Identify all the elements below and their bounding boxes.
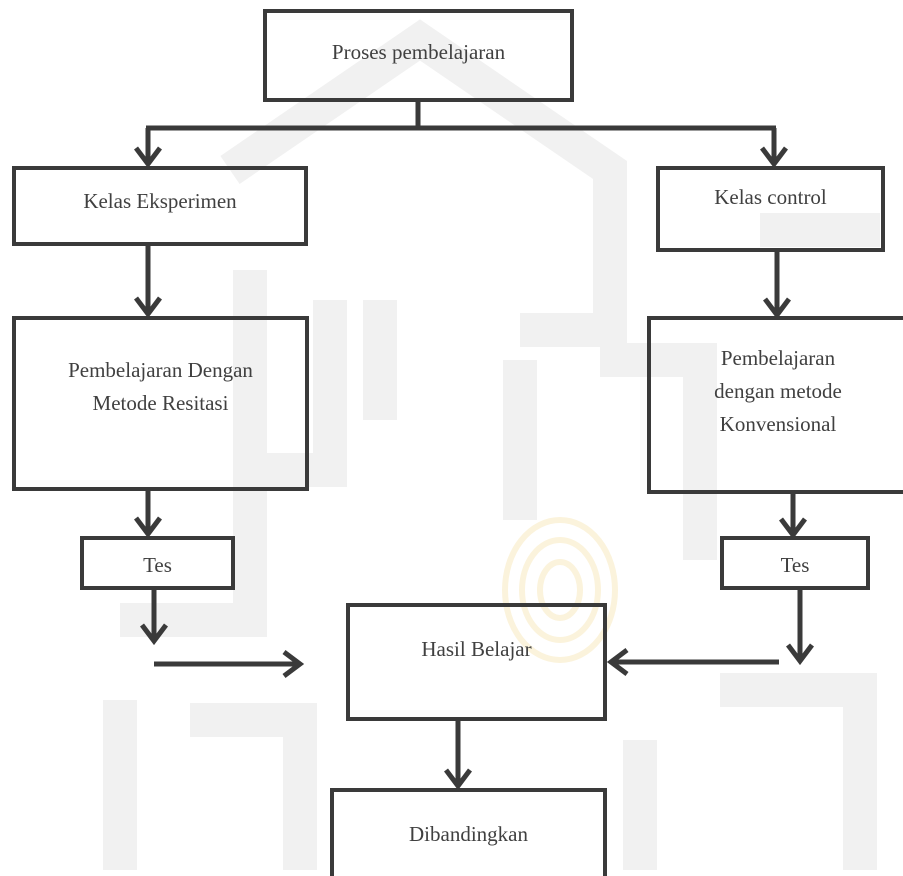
node-compare: Dibandingkan — [330, 788, 607, 876]
node-exp-method: Pembelajaran Dengan Metode Resitasi — [12, 316, 309, 491]
node-result-label: Hasil Belajar — [421, 637, 532, 661]
node-root-label: Proses pembelajaran — [331, 40, 506, 64]
node-ctrl-method: Pembelajaran dengan metode Konvensional — [647, 316, 903, 494]
node-ctrl-class-label: Kelas control — [714, 184, 827, 209]
node-exp-class-label: Kelas Eksperimen — [83, 188, 237, 213]
node-exp-test: Tes — [80, 536, 235, 590]
node-ctrl-method-label: Pembelajaran dengan metode Konvensional — [714, 346, 842, 436]
node-root: Proses pembelajaran — [263, 9, 574, 102]
node-exp-class: Kelas Eksperimen — [12, 166, 308, 246]
node-exp-test-label: Tes — [143, 552, 172, 577]
node-ctrl-test-label: Tes — [780, 552, 810, 577]
node-result: Hasil Belajar — [346, 603, 607, 721]
node-compare-label: Dibandingkan — [409, 822, 528, 846]
node-ctrl-class: Kelas control — [656, 166, 885, 252]
node-exp-method-label: Pembelajaran Dengan Metode Resitasi — [68, 358, 253, 415]
node-ctrl-test: Tes — [720, 536, 870, 590]
